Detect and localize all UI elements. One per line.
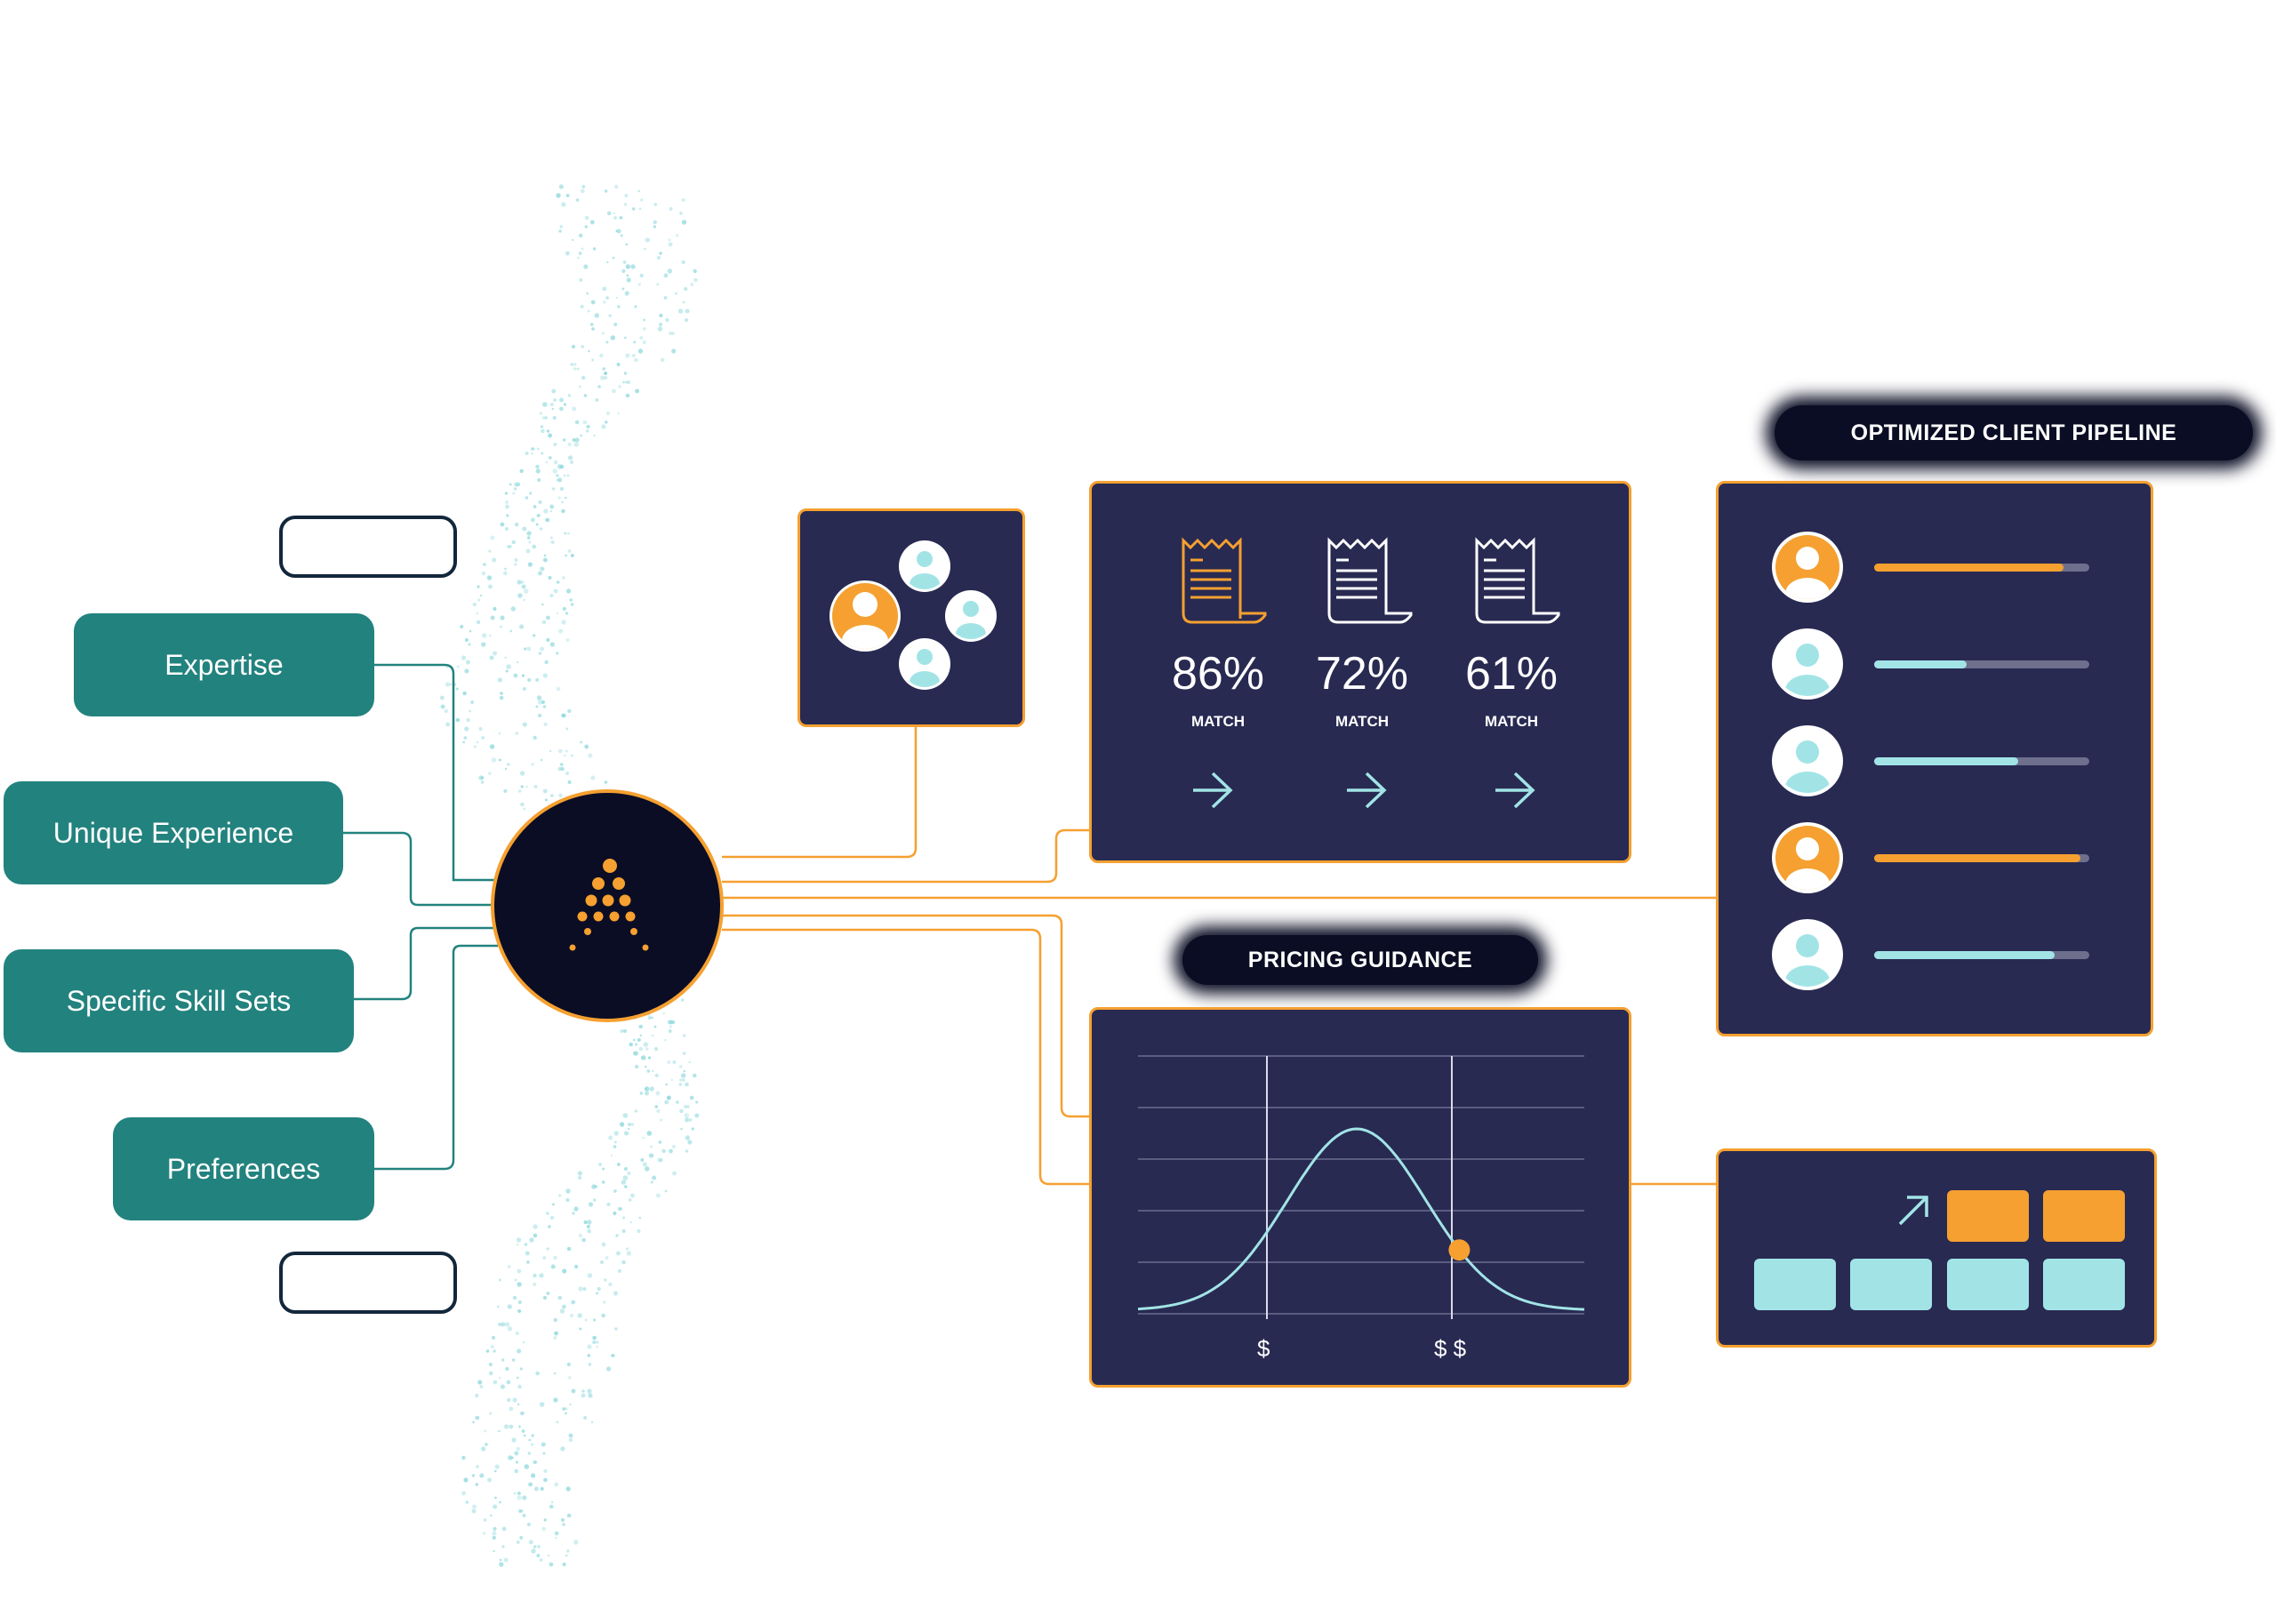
pipeline-progress-track <box>1874 660 2089 668</box>
pipeline-progress-fill <box>1874 757 2019 765</box>
price-marker[interactable] <box>1448 1239 1471 1261</box>
logo-dots-icon <box>569 859 649 951</box>
tick-high: $ $ <box>1434 1335 1467 1362</box>
connector-line <box>374 663 498 882</box>
user-avatar-icon[interactable] <box>1770 530 1845 604</box>
pipeline-progress-track <box>1874 564 2089 572</box>
pipeline-progress-fill <box>1874 564 2064 572</box>
pipeline-panel <box>1716 481 2153 1036</box>
arrow-right-icon[interactable] <box>1345 770 1390 811</box>
connector-line <box>374 944 498 1171</box>
match-label-1: MATCH <box>1190 713 1246 730</box>
match-panel: 86% MATCH 72% MATCH 61% MATCH <box>1089 481 1631 863</box>
pipeline-progress-fill <box>1874 660 1967 668</box>
connector-line <box>722 727 918 859</box>
user-avatar-icon[interactable] <box>1770 820 1845 895</box>
user-avatar-icon[interactable] <box>1770 917 1845 992</box>
empty-input-slot-top <box>279 516 457 578</box>
match-label-2: MATCH <box>1334 713 1390 730</box>
connector-lines <box>343 663 1716 1186</box>
match-percent-3: 61% <box>1464 648 1559 700</box>
hub-node <box>491 789 724 1022</box>
document-icon <box>1475 537 1560 624</box>
pipeline-progress-track <box>1874 757 2089 765</box>
pipeline-progress-track <box>1874 854 2089 862</box>
pricing-curve-chart <box>1137 1055 1585 1319</box>
connector-line <box>722 828 1090 884</box>
pipeline-title: OPTIMIZED CLIENT PIPELINE <box>1775 405 2253 460</box>
tier-tile <box>1947 1259 2029 1310</box>
arrow-up-right-icon <box>1898 1196 1928 1226</box>
tier-tile-highlight <box>2043 1190 2125 1242</box>
tick-low: $ <box>1257 1335 1270 1362</box>
input-preferences: Preferences <box>113 1117 374 1220</box>
document-icon <box>1182 537 1267 624</box>
document-icon <box>1327 537 1413 624</box>
input-specific-skill-sets: Specific Skill Sets <box>4 949 354 1052</box>
connector-line <box>722 928 1090 1186</box>
user-avatar-icon[interactable] <box>1770 724 1845 798</box>
input-unique-experience: Unique Experience <box>4 781 343 884</box>
talent-group-panel <box>797 508 1025 727</box>
connector-line <box>722 914 1090 1118</box>
match-percent-1: 86% <box>1171 648 1265 700</box>
match-percent-2: 72% <box>1315 648 1409 700</box>
user-group-icon <box>829 540 997 690</box>
connector-line <box>354 926 494 1001</box>
pipeline-progress-fill <box>1874 854 2081 862</box>
pricing-tiers-panel <box>1716 1148 2157 1348</box>
arrow-right-icon[interactable] <box>1191 770 1236 811</box>
input-expertise: Expertise <box>74 613 374 716</box>
pricing-panel: $ $ $ <box>1089 1007 1631 1388</box>
connector-line <box>343 831 494 907</box>
tier-tile-highlight <box>1947 1190 2029 1242</box>
tier-tile <box>2043 1259 2125 1310</box>
pricing-title: PRICING GUIDANCE <box>1182 935 1538 985</box>
tier-tile <box>1850 1259 1932 1310</box>
distribution-curve <box>1137 1127 1585 1311</box>
tier-tile <box>1754 1259 1836 1310</box>
particle-wave <box>440 184 700 1567</box>
match-label-3: MATCH <box>1484 713 1539 730</box>
user-avatar-icon[interactable] <box>1770 627 1845 701</box>
pipeline-progress-fill <box>1874 951 2056 959</box>
arrow-right-icon[interactable] <box>1494 770 1538 811</box>
pipeline-progress-track <box>1874 951 2089 959</box>
empty-input-slot-bottom <box>279 1252 457 1314</box>
